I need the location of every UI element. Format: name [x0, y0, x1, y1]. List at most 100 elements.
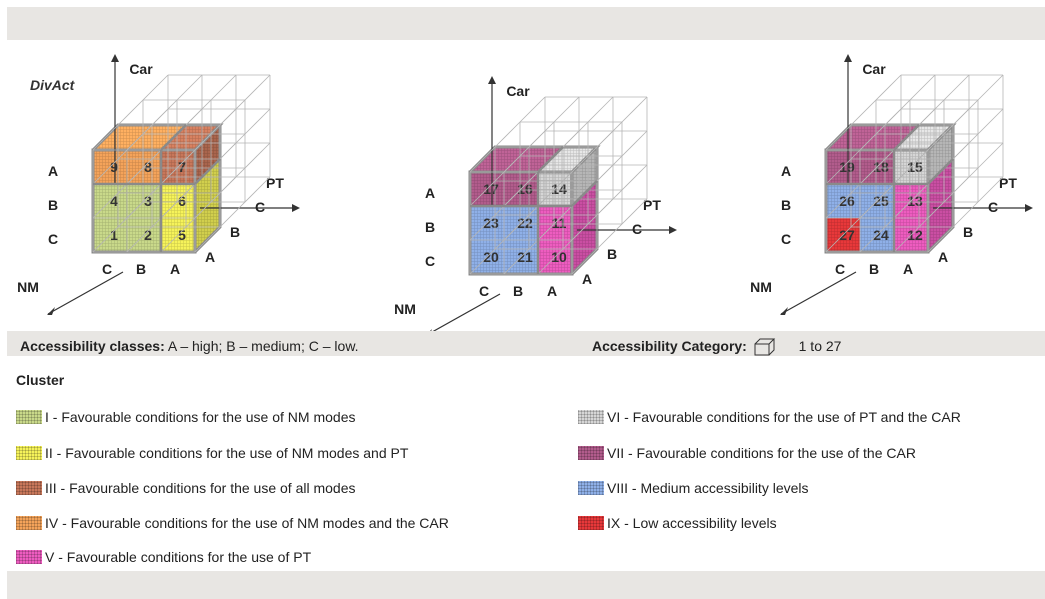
category-number: 14 — [551, 181, 567, 197]
legend-item-ii: II - Favourable conditions for the use o… — [16, 445, 408, 461]
cube-side-divider — [927, 158, 954, 185]
category-number: 1 — [110, 227, 118, 243]
nm-class-label: A — [170, 261, 180, 277]
cell-top-hatch — [161, 125, 220, 150]
car-class-label: B — [48, 197, 58, 213]
nm-axis — [780, 271, 857, 315]
nm-axis-label: NM — [750, 279, 772, 295]
category-number: 16 — [517, 181, 533, 197]
legend-label: IV - Favourable conditions for the use o… — [45, 515, 449, 531]
category-number: 21 — [517, 249, 533, 265]
category-number: 26 — [839, 193, 855, 209]
accessibility-category-label: Accessibility Category: — [592, 338, 747, 354]
category-number: 12 — [907, 227, 923, 243]
cube-side-divider — [571, 180, 598, 207]
pt-class-label: A — [205, 249, 215, 265]
grid-line — [571, 164, 648, 241]
category-number: 20 — [483, 249, 499, 265]
category-number: 15 — [907, 159, 923, 175]
category-number: 9 — [110, 159, 118, 175]
accessibility-classes: Accessibility classes: A – high; B – med… — [20, 338, 359, 354]
cell-top-hatch — [860, 125, 919, 150]
category-number: 25 — [873, 193, 889, 209]
pt-class-label: A — [938, 249, 948, 265]
legend-item-vi: VI - Favourable conditions for the use o… — [578, 409, 961, 425]
nm-class-label: C — [835, 261, 845, 277]
nm-class-label: B — [513, 283, 523, 299]
pt-class-label: C — [988, 199, 998, 215]
cell-side-hatch — [928, 159, 953, 218]
legend-item-viii: VIII - Medium accessibility levels — [578, 480, 809, 496]
cell-top-hatch — [93, 125, 152, 150]
legend-swatch-vi — [578, 410, 604, 424]
car-class-label: C — [48, 231, 58, 247]
cell-side-hatch — [195, 159, 220, 218]
legend-swatch-i — [16, 410, 42, 424]
legend-label: IX - Low accessibility levels — [607, 515, 777, 531]
category-number: 19 — [839, 159, 855, 175]
grid-line — [194, 74, 271, 151]
category-cell-16: 16 — [504, 147, 563, 206]
legend-item-iv: IV - Favourable conditions for the use o… — [16, 515, 449, 531]
car-axis-label: Car — [862, 61, 886, 77]
legend-label: VII - Favourable conditions for the use … — [607, 445, 916, 461]
pt-axis-arrow — [669, 226, 677, 234]
nm-axis-label: NM — [394, 301, 416, 317]
cell-top-hatch — [826, 125, 885, 150]
cube-top-divider — [537, 146, 564, 173]
legend-item-iii: III - Favourable conditions for the use … — [16, 480, 356, 496]
grid-line — [571, 96, 648, 173]
grid-line — [927, 74, 1004, 151]
grid-line — [469, 96, 546, 173]
pt-class-label: C — [632, 221, 642, 237]
car-class-label: C — [425, 253, 435, 269]
grid-line — [927, 176, 1004, 253]
category-number: 6 — [178, 193, 186, 209]
cell-top-hatch — [470, 147, 529, 172]
cube-top-divider — [160, 124, 187, 151]
legend-swatch-viii — [578, 481, 604, 495]
legend-swatch-ii — [16, 446, 42, 460]
grid-line — [927, 142, 1004, 219]
nm-class-label: C — [479, 283, 489, 299]
grid-line — [92, 74, 169, 151]
pt-class-label: A — [582, 271, 592, 287]
nm-axis-arrow — [47, 307, 55, 315]
category-number: 17 — [483, 181, 499, 197]
pt-class-label: B — [230, 224, 240, 240]
category-number: 4 — [110, 193, 118, 209]
grid-line — [571, 198, 648, 275]
cell-side-hatch — [572, 181, 597, 240]
grid-line — [859, 74, 936, 151]
grid-line — [194, 142, 271, 219]
legend-label: VI - Favourable conditions for the use o… — [607, 409, 961, 425]
category-number: 27 — [839, 227, 855, 243]
nm-class-label: A — [903, 261, 913, 277]
pt-axis-label: PT — [266, 175, 284, 191]
cube-icon — [754, 338, 775, 356]
accessibility-classes-text: A – high; B – medium; C – low. — [167, 338, 359, 354]
car-axis-arrow — [488, 76, 496, 84]
pt-axis-label: PT — [643, 197, 661, 213]
legend-label: VIII - Medium accessibility levels — [607, 480, 809, 496]
category-cell-9: 9 — [93, 125, 152, 184]
top-band — [7, 7, 1045, 40]
pt-class-label: B — [607, 246, 617, 262]
category-number: 2 — [144, 227, 152, 243]
legend-label: V - Favourable conditions for the use of… — [45, 549, 312, 565]
nm-class-label: B — [869, 261, 879, 277]
accessibility-band — [7, 331, 1045, 356]
grid-line — [126, 74, 203, 151]
pt-axis-arrow — [1025, 204, 1033, 212]
cell-side-hatch — [195, 125, 220, 184]
category-number: 24 — [873, 227, 889, 243]
cell-side-hatch — [572, 147, 597, 206]
legend-item-vii: VII - Favourable conditions for the use … — [578, 445, 916, 461]
legend-item-i: I - Favourable conditions for the use of… — [16, 409, 355, 425]
category-number: 10 — [551, 249, 567, 265]
cell-top-hatch — [127, 125, 186, 150]
car-axis-arrow — [844, 54, 852, 62]
accessibility-classes-label: Accessibility classes: — [20, 338, 165, 354]
car-class-label: B — [425, 219, 435, 235]
